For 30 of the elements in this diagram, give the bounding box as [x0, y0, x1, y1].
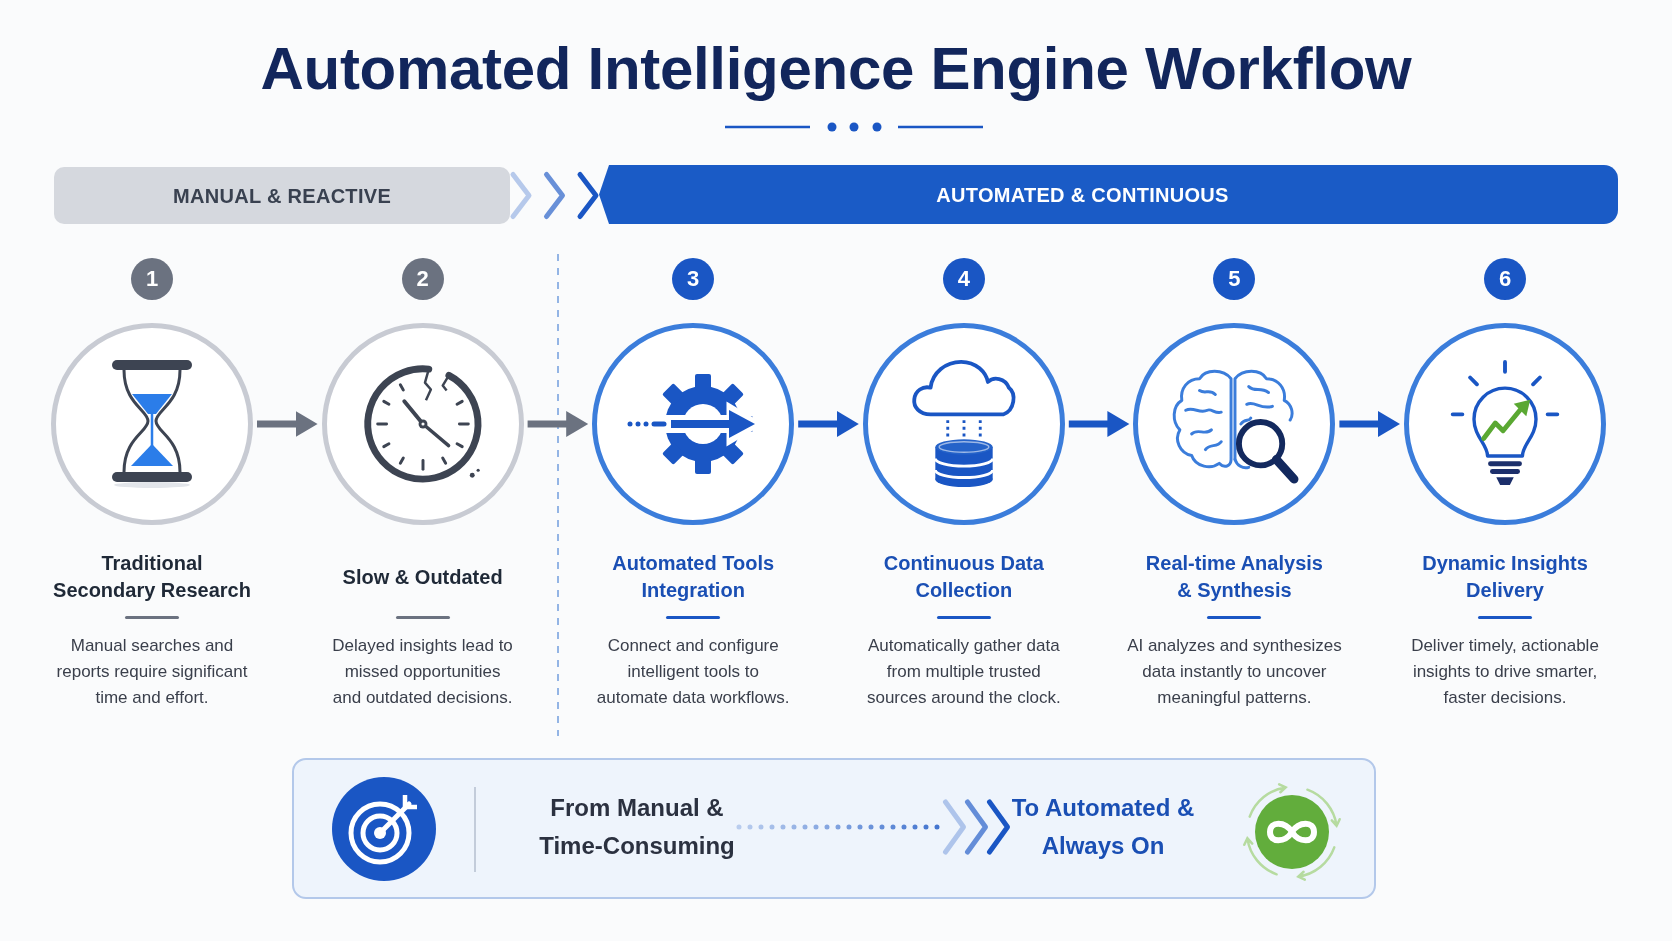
phase-label: MANUAL & REACTIVE: [172, 183, 392, 208]
step-title: Continuous Data Collection: [882, 551, 1045, 603]
step-description: Delayed insights lead to missed opportunities and outdated decisions.: [331, 635, 514, 709]
dotted-arrow: [736, 799, 1010, 855]
step-number: 4: [942, 258, 985, 300]
step-number: 5: [1213, 258, 1256, 300]
step-title: Traditional Secondary Research: [52, 551, 252, 603]
step-description: Manual searches and reports require significant time and effort.: [55, 635, 249, 709]
step-number: 2: [401, 258, 444, 300]
step-title: Dynamic Insights Delivery: [1421, 551, 1589, 603]
phase-banner: [54, 167, 510, 224]
phase-banner: [599, 165, 1618, 224]
arrow: [527, 411, 589, 437]
step-title: Slow & Outdated: [341, 564, 504, 590]
step-description: Connect and configure intelligent tools to automate data workflows.: [595, 635, 791, 709]
phase-label: AUTOMATED & CONTINUOUS: [936, 182, 1229, 207]
step-description: Automatically gather data from multiple trusted sources around the clock.: [865, 635, 1062, 709]
step-description: Deliver timely, actionable insights to drive smarter, faster decisions.: [1410, 635, 1600, 709]
step-title: Real-time Analysis & Synthesis: [1144, 551, 1324, 603]
title: Automated Intelligence Engine Workflow: [260, 34, 1412, 104]
summary-text: To Automated & Always On: [1010, 789, 1196, 865]
step-description: AI analyzes and synthesizes data instantly to uncover meaningful patterns.: [1126, 635, 1343, 709]
step-number: 3: [672, 258, 715, 300]
summary-text: From Manual & Time-Consuming: [538, 789, 736, 865]
step-number: 1: [131, 258, 173, 300]
step-number: 6: [1484, 258, 1526, 300]
arrow: [1068, 411, 1130, 437]
step-title: Automated Tools Integration: [611, 551, 776, 603]
summary-panel: [292, 758, 1376, 899]
chevron-arrow: [510, 172, 599, 219]
